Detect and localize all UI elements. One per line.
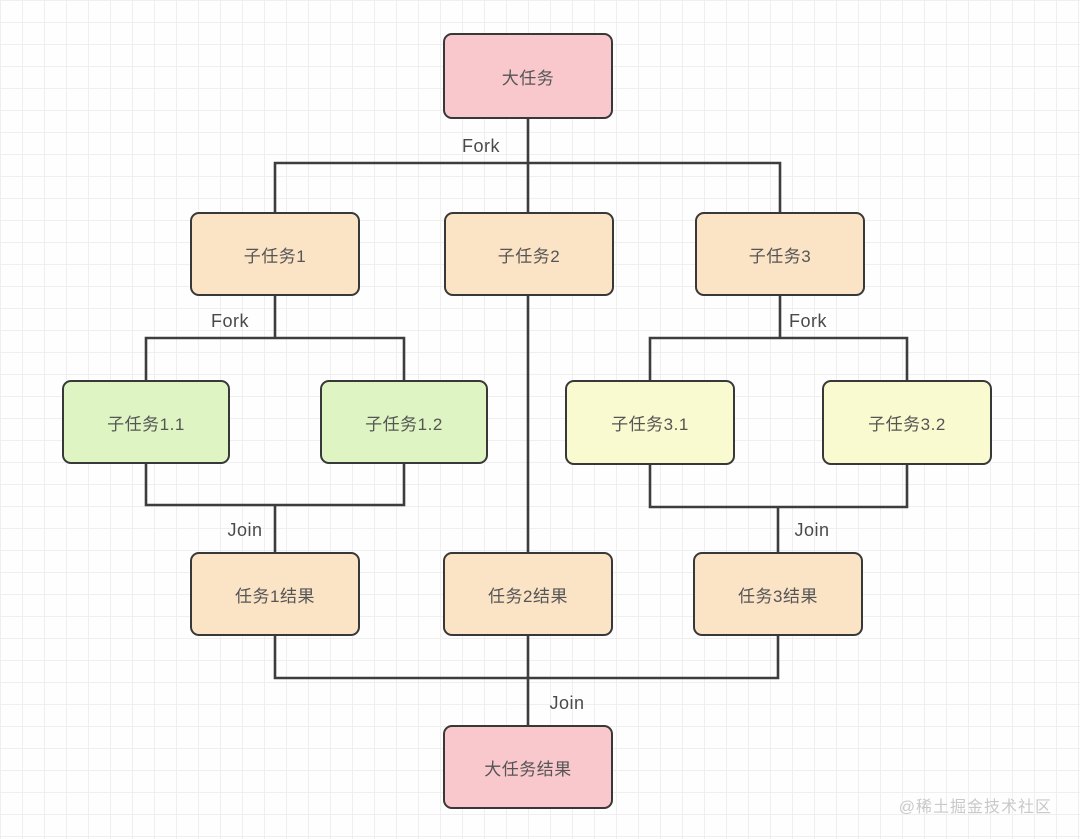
node-subtask-1: 子任务1 <box>190 212 360 296</box>
node-label: 子任务3 <box>748 246 812 266</box>
node-label: 子任务1.1 <box>107 414 185 434</box>
edge-label-fork-left: Fork <box>211 310 249 331</box>
node-label: 子任务1.2 <box>365 414 443 434</box>
node-label: 任务1结果 <box>235 586 315 606</box>
edge-label-join-right: Join <box>794 519 830 540</box>
edge-fork-top <box>273 117 782 214</box>
node-result-2: 任务2结果 <box>443 552 613 636</box>
edge-join-bottom <box>273 634 780 680</box>
edge-label-join-left: Join <box>227 519 263 540</box>
node-big-task: 大任务 <box>443 33 613 119</box>
edge-label-fork-right: Fork <box>789 310 827 331</box>
node-subtask-2: 子任务2 <box>444 212 614 296</box>
edge-fork-left <box>144 294 406 382</box>
node-subtask-1-2: 子任务1.2 <box>320 380 488 464</box>
edge-join-left <box>144 462 406 554</box>
edge-label-fork-top: Fork <box>462 135 500 156</box>
node-subtask-3-1: 子任务3.1 <box>565 380 735 465</box>
edge-join-right <box>648 463 909 554</box>
node-label: 子任务2 <box>497 246 561 266</box>
node-label: 子任务3.2 <box>868 415 946 434</box>
edge-label-join-bottom: Join <box>549 692 585 713</box>
node-label: 子任务3.1 <box>611 415 689 434</box>
node-label: 任务3结果 <box>738 586 818 606</box>
edge-fork-right <box>648 294 909 382</box>
node-label: 子任务1 <box>243 246 307 266</box>
node-label: 大任务 <box>501 68 555 88</box>
node-subtask-3-2: 子任务3.2 <box>822 380 992 465</box>
node-result-1: 任务1结果 <box>190 552 360 636</box>
node-label: 大任务结果 <box>484 759 572 779</box>
node-subtask-3: 子任务3 <box>695 212 865 296</box>
node-big-result: 大任务结果 <box>443 725 613 809</box>
node-subtask-1-1: 子任务1.1 <box>62 380 230 464</box>
watermark: @稀土掘金技术社区 <box>898 799 1052 816</box>
node-result-3: 任务3结果 <box>693 552 863 636</box>
node-label: 任务2结果 <box>488 586 568 606</box>
